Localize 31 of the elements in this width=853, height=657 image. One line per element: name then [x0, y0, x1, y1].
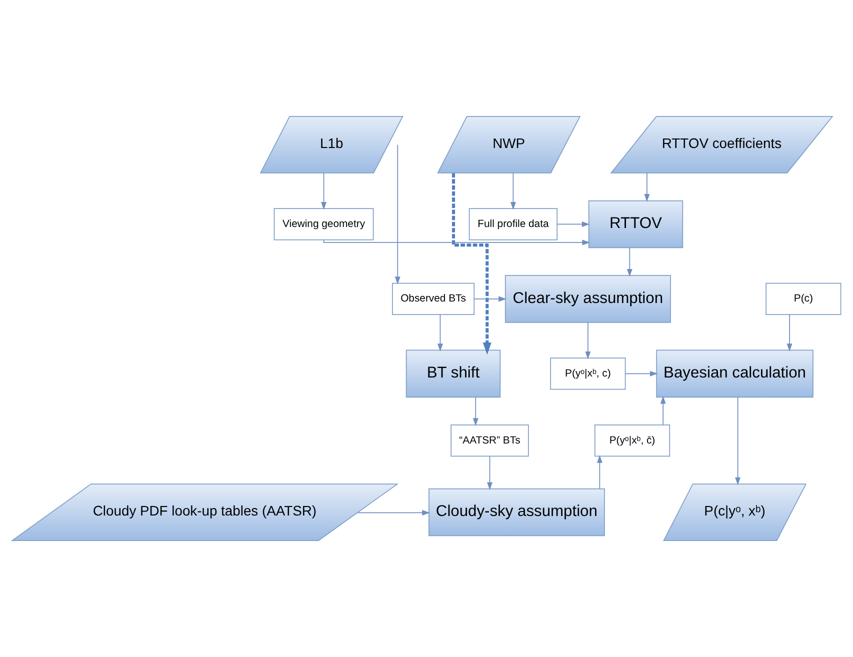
node-box: P(yᵒ|xᵇ, c): [550, 358, 626, 390]
arrow: [585, 322, 591, 360]
node-box: Cloudy-sky assumption: [428, 488, 605, 536]
arrow: [323, 240, 590, 246]
arrow: [472, 397, 478, 426]
node-box: P(yᵒ|xᵇ, c̄): [594, 424, 670, 457]
node-box: Bayesian calculation: [656, 350, 814, 398]
node-box: Clear-sky assumption: [504, 275, 671, 323]
node-box: Observed BTs: [392, 282, 475, 316]
arrow: [357, 510, 430, 516]
arrow: [394, 144, 400, 285]
node-box: BT shift: [406, 350, 501, 398]
node-box: RTTOV: [588, 200, 684, 248]
node-box: Full profile data: [468, 208, 558, 240]
arrow: [626, 247, 632, 277]
arrow: [474, 296, 506, 302]
arrow: [624, 370, 658, 376]
arrow: [556, 221, 590, 227]
node-box: “AATSR” BTs: [450, 424, 529, 457]
node-box: P(c): [766, 282, 842, 316]
arrow: [487, 456, 492, 490]
arrow: [321, 172, 327, 210]
arrow: [437, 314, 443, 352]
arrow: [452, 173, 492, 355]
node-box: Viewing geometry: [274, 208, 374, 240]
arrow: [644, 172, 650, 202]
arrow: [660, 396, 666, 426]
arrow: [510, 172, 516, 210]
arrow: [786, 314, 792, 352]
arrow: [596, 455, 602, 490]
arrow: [735, 396, 741, 486]
